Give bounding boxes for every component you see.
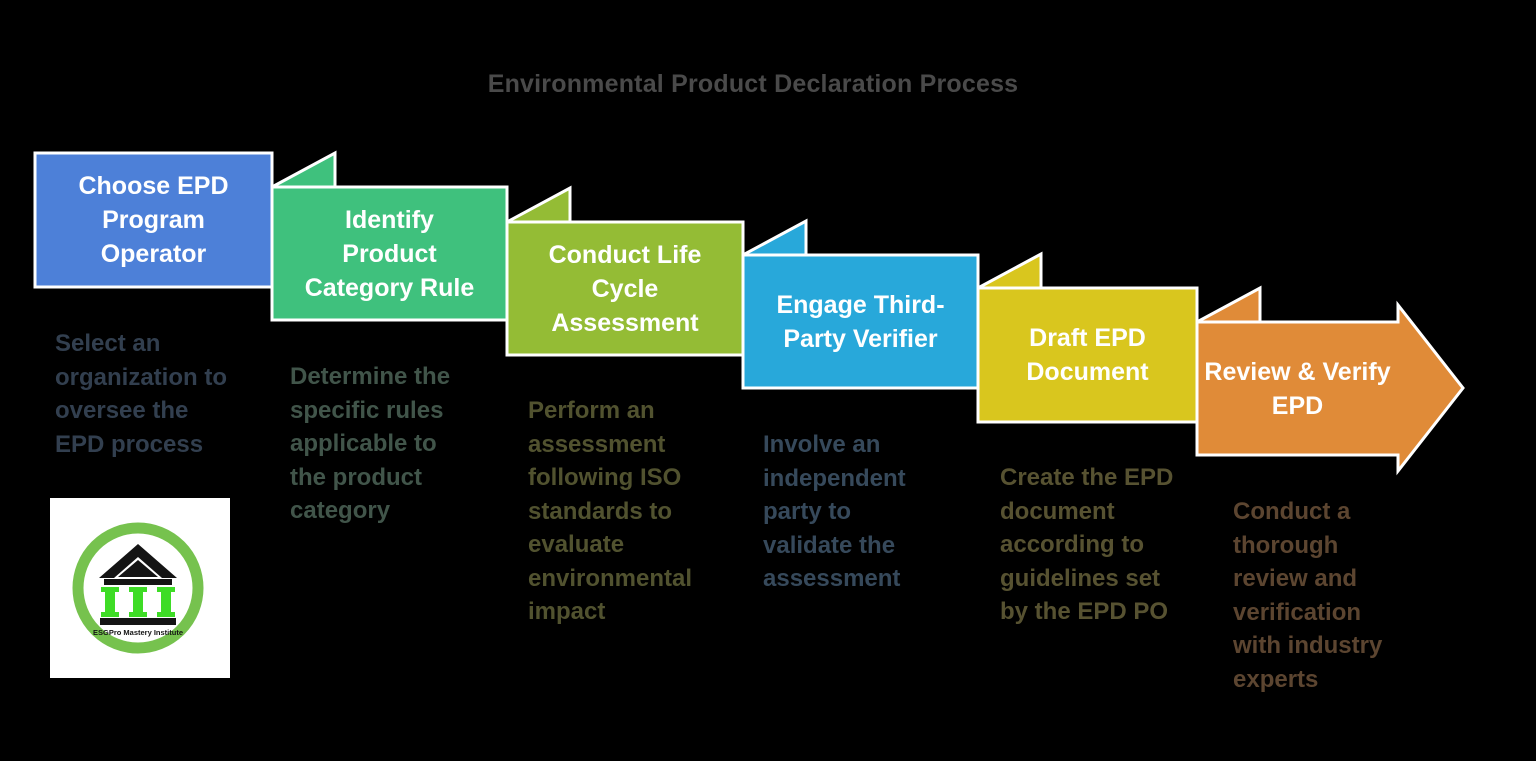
step-6-arrow-shape bbox=[1195, 300, 1465, 476]
step-6-fold bbox=[1196, 285, 1262, 324]
step-1-description: Select an organization to oversee the EP… bbox=[55, 330, 227, 458]
step-2-description: Determine the specific rules applicable … bbox=[290, 363, 451, 524]
step-3-title: Conduct Life Cycle Assessment bbox=[548, 240, 702, 337]
logo-roof-inner-icon bbox=[118, 560, 158, 577]
logo-architrave bbox=[104, 579, 172, 585]
logo-roof-icon bbox=[99, 544, 177, 578]
logo-ring bbox=[72, 522, 204, 654]
step-6-title: Review & Verify EPD bbox=[1204, 357, 1391, 420]
esgpro-logo: ESGPro Mastery Institute bbox=[50, 498, 230, 678]
step-5-shape bbox=[976, 286, 1199, 424]
logo-pillars-icon bbox=[101, 587, 175, 617]
logo-caption: ESGPro Mastery Institute bbox=[93, 628, 183, 637]
page-title: Environmental Product Declaration Proces… bbox=[487, 70, 1019, 98]
logo-base bbox=[100, 618, 176, 625]
step-5-description: Create the EPD document according to gui… bbox=[1000, 464, 1174, 625]
step-1-shape bbox=[33, 151, 274, 289]
step-4-fold bbox=[742, 218, 808, 257]
step-2-fold bbox=[271, 150, 337, 189]
step-3-fold bbox=[506, 185, 572, 224]
step-3-shape bbox=[505, 220, 745, 357]
step-1-title: Choose EPD Program Operator bbox=[78, 172, 229, 268]
step-4-title: Engage Third- Party Verifier bbox=[776, 290, 945, 353]
step-3-description: Perform an assessment following ISO stan… bbox=[528, 397, 693, 625]
step-5-title: Draft EPD Document bbox=[1026, 324, 1149, 386]
step-5-fold bbox=[977, 251, 1043, 290]
step-6-description: Conduct a thorough review and verificati… bbox=[1233, 498, 1383, 693]
step-2-shape bbox=[270, 185, 509, 322]
step-4-description: Involve an independent party to validate… bbox=[763, 431, 906, 592]
step-2-title: Identify Product Category Rule bbox=[304, 205, 475, 302]
step-4-shape bbox=[741, 253, 980, 390]
